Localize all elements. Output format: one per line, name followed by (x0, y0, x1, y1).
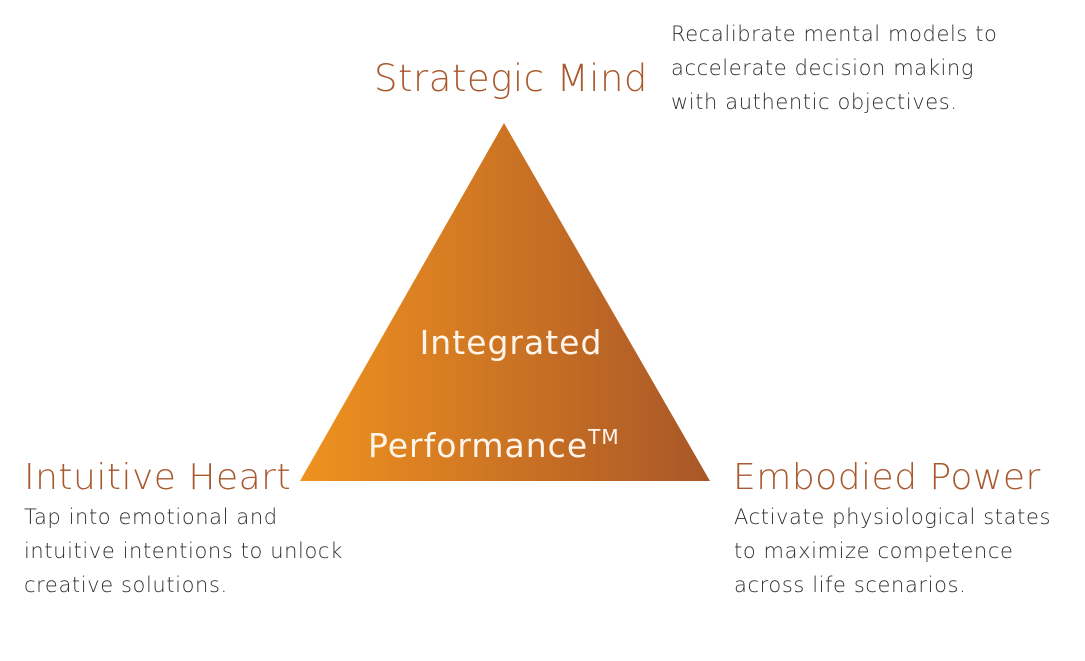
description-line: Recalibrate mental models to (671, 22, 998, 46)
node-title-embodied-power: Embodied Power (733, 457, 1041, 498)
pyramid-triangle (300, 123, 710, 481)
description-line: accelerate decision making (671, 56, 975, 80)
description-line: Tap into emotional and (24, 505, 278, 529)
description-line: creative solutions. (24, 573, 228, 597)
center-label-performance: Performance (368, 426, 588, 465)
node-title-intuitive-heart: Intuitive Heart (24, 457, 292, 498)
description-line: intuitive intentions to unlock (24, 539, 343, 563)
description-line: Activate physiological states (734, 505, 1052, 529)
node-description-intuitive-heart: Tap into emotional and intuitive intenti… (24, 500, 343, 602)
center-label-line1: Integrated (420, 323, 603, 362)
node-description-embodied-power: Activate physiological states to maximiz… (734, 500, 1051, 602)
description-line: to maximize competence (734, 539, 1014, 563)
node-title-strategic-mind: Strategic Mind (374, 57, 648, 100)
node-description-strategic-mind: Recalibrate mental models to accelerate … (671, 17, 998, 119)
description-line: across life scenarios. (734, 573, 967, 597)
center-label-line2: PerformanceTM (368, 425, 620, 465)
trademark-mark: TM (587, 425, 619, 449)
description-line: with authentic objectives. (671, 90, 958, 114)
